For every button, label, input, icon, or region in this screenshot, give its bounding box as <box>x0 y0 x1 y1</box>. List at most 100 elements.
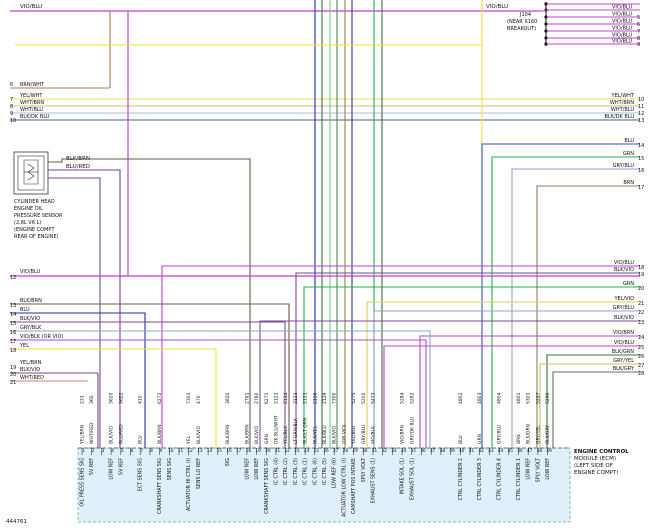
right-low-num-18: 18 <box>638 265 644 271</box>
ecm-pin-function-20: CRANKSHAFT SENS SIG <box>264 458 270 514</box>
right-low-label-24: VIO/BRN <box>613 330 634 336</box>
right-low-label-18: VIO/BLU <box>614 260 634 266</box>
right-mid-label-14: BLU <box>624 138 634 144</box>
ecm-pin-number-45: 45 <box>508 448 514 453</box>
ecm-pin-circuit-19: 2760 <box>254 392 260 404</box>
oil-pressure-sensor <box>13 151 49 195</box>
ecm-pin-function-44: CTRL CYLINDER 4 <box>497 458 503 500</box>
ecm-pin-function-30: SPLY VOLT <box>361 458 367 482</box>
ecm-pin-color-4: BLK/VIO <box>109 426 115 444</box>
ecm-pin-circuit-1: 231 <box>80 395 86 404</box>
right-mid-label-17: BRN <box>623 180 634 186</box>
left-low-label-17: VIO/BLK (OR VIO) <box>20 334 63 340</box>
ecm-pin-number-13: 13 <box>197 448 203 453</box>
ecm-pin-color-35: GRY/DK BLU <box>409 417 415 444</box>
ecm-pin-color-19: BLK/VIO <box>254 426 260 444</box>
ecm-pin-32: 32 <box>382 448 387 455</box>
ecm-pin-function-5: 5V REF <box>118 458 124 475</box>
sensor-wire-blk-brn <box>48 158 251 448</box>
left-low-label-18: YEL <box>19 343 29 349</box>
ecm-pin-color-20: GRN <box>264 434 270 444</box>
left-row-label-7: YEL/WHT <box>19 93 43 99</box>
ecm-pin-43: 43 <box>488 448 494 455</box>
connector-label-3: BREAKOUT) <box>507 26 536 32</box>
ecm-pin-circuit-20: 6271 <box>264 392 270 404</box>
right-low-num-23: 23 <box>638 320 644 326</box>
ecm-pin-color-44: GRY/BLU <box>497 425 503 444</box>
right-low-label-27: GRY/YEL <box>613 358 634 364</box>
left-row12-num: 12 <box>10 275 16 281</box>
ecm-pin-color-48: GRY/YEL <box>535 425 541 444</box>
sensor-line-2: ENGINE OIL <box>14 206 43 212</box>
ecm-pin-number-39: 39 <box>449 448 455 453</box>
ecm-pin-function-12: ACTUATOR HI CTRL (I) <box>186 458 192 511</box>
ecm-pin-color-2: WHT/RED <box>89 422 95 444</box>
ecm-pin-color-1: YEL/BRN <box>80 425 86 445</box>
ecm-pin-color-9: BLK/BRN <box>157 424 163 444</box>
right-low-label-23: BLK/VIO <box>614 315 634 321</box>
ecm-pin-function-24: IC CTRL (1) <box>303 458 309 485</box>
right-mid-wire-17 <box>536 185 640 448</box>
ecm-pin-circuit-23: 2123 <box>293 392 299 404</box>
splice-out-label-6: VIO/BLU <box>612 39 632 45</box>
ecm-pin-number-23: 23 <box>294 448 300 453</box>
top-right-wires: VIO/BLUVIO/BLUVIO/BLUVIO/BLUVIO/BLUVIO/B… <box>540 2 640 48</box>
ecm-pin-number-46: 46 <box>517 448 523 453</box>
top-wire-label-right: VIO/BLU <box>486 4 508 10</box>
right-low-label-19: BLK/VIO <box>614 267 634 273</box>
ecm-pin-circuit-12: 7301 <box>186 392 192 404</box>
ecm-pin-color-12: YEL <box>186 435 192 445</box>
ecm-pin-function-23: IC CTRL (3) <box>293 458 299 485</box>
right-mid-wire-16 <box>511 168 640 448</box>
ecm-pin-number-7: 7 <box>140 448 143 453</box>
left-low-wire-16 <box>10 330 431 448</box>
ecm-pin-number-14: 14 <box>207 448 213 453</box>
left-low-wire-18 <box>10 348 217 448</box>
right-mid-wire-14 <box>481 143 640 448</box>
ecm-pin-color-47: BLK/GRN <box>526 424 532 444</box>
ecm-pin-number-34: 34 <box>401 448 407 453</box>
ecm-pin-color-13: BLK/VIO <box>196 426 202 444</box>
ecm-pin-number-30: 30 <box>362 448 368 453</box>
top-wire-label: VIO/BLU <box>20 4 42 10</box>
ecm-pin-39: 39 <box>449 448 455 455</box>
right-low-wire-26 <box>546 354 640 448</box>
ecm-pin-function-34: INTAKE SOL (1) <box>400 458 406 494</box>
right-row-label-13: BLK/DK BLU <box>604 114 634 120</box>
right-low-wire-27 <box>539 363 640 448</box>
ecm-pin-color-7: BLU <box>138 435 144 444</box>
ecm-pin-14: 14 <box>207 448 213 455</box>
ecm-pin-function-42: CTRL CYLINDER 3 <box>477 458 483 500</box>
ecm-pin-circuit-26: 2129 <box>322 392 328 404</box>
right-low-label-20: GRN <box>623 281 634 287</box>
ecm-title-2: MODULE (ECM) <box>574 456 616 462</box>
ecm-pin-function-31: EXHAUST SENS (1) <box>371 458 377 503</box>
right-low-label-26: BLK/GRN <box>612 349 635 355</box>
right-row-num-12: 12 <box>638 111 644 117</box>
ecm-pin-function-26: IC CTRL (5) <box>322 458 328 485</box>
right-low-wire-18 <box>161 265 640 448</box>
left-low-label-14: BLU <box>20 307 30 313</box>
ecm-pin-function-27: LOW REF (6) <box>332 458 338 488</box>
ecm-pin-function-47: LOW REF <box>526 458 532 480</box>
ecm-pin-6: 6 <box>130 448 134 455</box>
ecm-pin-number-36: 36 <box>420 448 426 453</box>
connector-label-1: J104 <box>519 12 531 18</box>
ecm-pin-number-31: 31 <box>372 448 378 453</box>
ecm-pin-circuit-22: 2124 <box>283 392 289 404</box>
ecm-pin-circuit-47: 5301 <box>526 392 532 404</box>
ecm-pin-28: 28(OR VIO)ACTUATOR LOW CTRL (I) <box>341 424 348 517</box>
ecm-pin-number-5: 5 <box>121 448 124 453</box>
right-low-wire-19 <box>295 272 640 448</box>
